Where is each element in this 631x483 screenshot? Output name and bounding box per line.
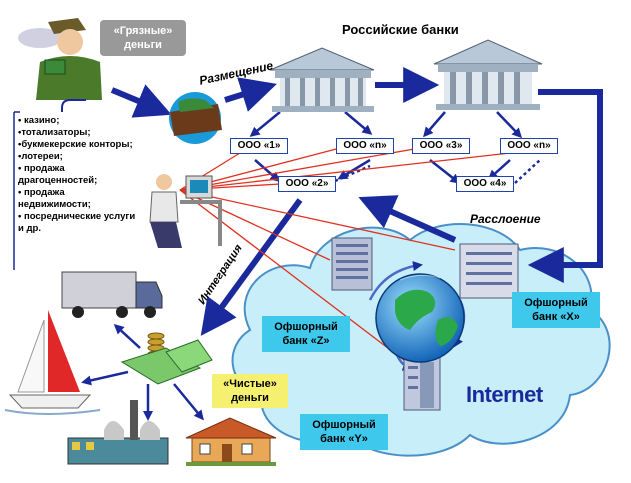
company-box-n-1: ООО «n» [336,138,394,154]
asset-arrows [81,323,204,421]
source-item: • продажа недвижимости; [18,187,91,210]
source-item: • казино; [18,115,60,126]
source-item: •тотализаторы; [18,127,91,138]
thin-arrows [249,111,541,184]
money-pile-icon [120,332,213,385]
sources-list: • казино; •тотализаторы; •букмекерские к… [18,115,138,235]
offshore-bank-x-callout: Офшорный банк «X» [512,292,600,328]
page-title: Российские банки [342,22,459,37]
layering-arrow [358,195,457,243]
company-box-4: ООО «4» [456,176,514,192]
internet-label: Internet [466,382,543,407]
house-icon [185,417,277,466]
truck-icon [61,271,163,318]
source-item: • посреднические услуги и др. [18,211,136,234]
money-man-icon [18,18,102,100]
clean-money-callout: «Чистые» деньги [212,374,288,408]
main-flow-arrows [110,67,603,336]
source-item: • продажа драгоценностей; [18,163,98,186]
company-box-3: ООО «3» [412,138,470,154]
dirty-money-callout: «Грязные» деньги [100,20,186,56]
hacker-computer-icon [149,174,222,248]
bank-building-1-icon [269,47,375,112]
factory-icon [67,400,169,465]
company-box-2: ООО «2» [278,176,336,192]
offshore-building-x-icon [459,243,519,299]
source-item: •лотереи; [18,151,63,162]
offshore-bank-y-callout: Офшорный банк «Y» [300,414,388,450]
globe-icon [375,273,465,363]
bank-building-2-icon [433,39,543,110]
sailboat-icon [4,310,101,415]
offshore-bank-z-callout: Офшорный банк «Z» [262,316,350,352]
source-item: •букмекерские конторы; [18,139,133,150]
layering-label: Расслоение [470,212,541,226]
company-box-n-2: ООО «n» [500,138,558,154]
offshore-building-z-icon [331,237,373,291]
money-bag-icon [169,92,222,144]
sources-bracket [13,99,86,270]
company-box-1: ООО «1» [230,138,288,154]
